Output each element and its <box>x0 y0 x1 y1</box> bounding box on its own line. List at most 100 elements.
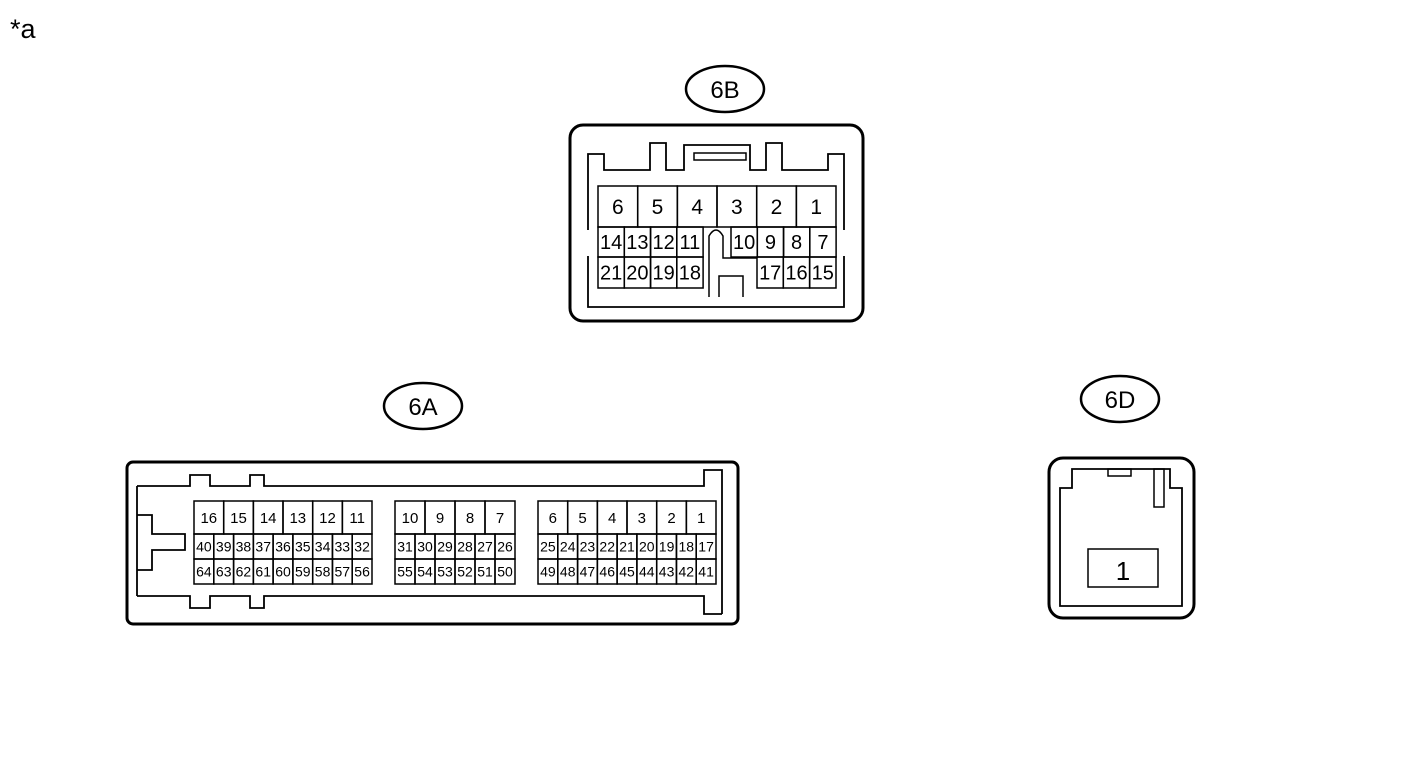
connector-6a-block1-row3-pin-label: 57 <box>335 564 351 580</box>
connector-6b-row1-pin-label: 6 <box>612 196 624 219</box>
connector-6b-name-ellipse <box>684 64 766 114</box>
connector-6a-block1-row1-pin-label: 11 <box>349 510 365 527</box>
connector-6a-block2-row2-pin-label: 31 <box>397 539 413 555</box>
connector-6b-row1-pin-label: 4 <box>691 196 703 219</box>
connector-6b-row3-pin-label: 18 <box>679 263 701 285</box>
connector-6a-block3-row1-pin-label: 3 <box>638 510 646 527</box>
connector-6b-row3-cell <box>676 256 704 289</box>
connector-6a-block3-row2-pin-label: 25 <box>540 539 556 555</box>
figure-label: *a <box>10 14 37 44</box>
connector-6d-housing <box>1047 456 1196 620</box>
connector-6b-latch <box>693 152 747 161</box>
connector-6a-block1-row1-pin-label: 14 <box>260 510 277 527</box>
connector-6a-block3-row2-pin-label: 17 <box>698 539 714 555</box>
connector-6b-row1-pin-label: 3 <box>731 196 743 219</box>
connector-6a-key <box>137 514 186 571</box>
connector-6b-row1-pin-label: 5 <box>652 196 664 219</box>
connector-6b-row2-pin-label: 11 <box>680 232 701 254</box>
connector-6a-block3-row3-pin-label: 43 <box>659 564 675 580</box>
connector-6a-block2-row3-pin-label: 50 <box>497 564 513 580</box>
connector-6a-block2-row1-pin-label: 8 <box>466 510 474 527</box>
connector-6a-block1-row2-pin-label: 34 <box>315 539 331 555</box>
connector-6b-row2-pin-label: 13 <box>626 232 648 254</box>
connector-6a-block3-row1-pin-label: 1 <box>697 510 705 527</box>
connector-6b-terminal-grid <box>597 185 837 297</box>
connector-6a-block3-row2-pin-label: 21 <box>619 539 635 555</box>
connector-6a-block1-row3-pin-label: 58 <box>315 564 331 580</box>
connector-6b-name: 6B <box>710 77 739 104</box>
connector-6a-block3-row3-pin-label: 49 <box>540 564 556 580</box>
connector-6a-block1-row3-pin-label: 64 <box>196 564 212 580</box>
connector-6b-row3-pin-label: 16 <box>785 263 807 285</box>
connector-6a-block3-row2-pin-label: 24 <box>560 539 576 555</box>
connector-6a-block3-row3-pin-label: 48 <box>560 564 576 580</box>
connector-6a-block2-row3-pin-label: 55 <box>397 564 413 580</box>
connector-6b-row3-pin-label: 17 <box>759 263 781 285</box>
connector-6a-block3-row3-pin-label: 45 <box>619 564 635 580</box>
connector-6a-block3-row1-pin-label: 2 <box>667 510 675 527</box>
connector-6a-block1-row3-pin-label: 61 <box>255 564 271 580</box>
connector-6a-block2-row1-pin-label: 7 <box>496 510 504 527</box>
connector-6b-center-key <box>708 229 757 297</box>
connector-6b-row1-pin-label: 2 <box>771 196 783 219</box>
connector-6d-terminal-1 <box>1087 548 1159 588</box>
connector-6d-name: 6D <box>1105 387 1136 414</box>
connector-6a-block3-row2-pin-label: 18 <box>679 539 695 555</box>
connector-6a-block1-row3-cell <box>351 558 373 585</box>
connector-6a-block3-row3-cell <box>695 558 717 585</box>
connector-6a-block2-row2-pin-label: 26 <box>497 539 513 555</box>
connector-6a-block2-row2-pin-label: 29 <box>437 539 453 555</box>
connector-6a-block3-row1-pin-label: 5 <box>578 510 586 527</box>
connector-6a-block3-row1-pin-label: 4 <box>608 510 616 527</box>
connector-6a-block1-row1-pin-label: 15 <box>230 510 247 527</box>
connector-6a-block2-row3-pin-label: 53 <box>437 564 453 580</box>
connector-6a-block1-row3-pin-label: 56 <box>354 564 370 580</box>
connector-6a-block1-row3-pin-label: 60 <box>275 564 291 580</box>
connector-6a-block2-row3-cell <box>494 558 516 585</box>
connector-6b-row3-pin-label: 19 <box>652 263 674 285</box>
connector-6a-block1-row2-pin-label: 38 <box>236 539 252 555</box>
connector-6a-block2-row2-pin-label: 30 <box>417 539 433 555</box>
connector-6a-terminal-grid <box>193 500 717 585</box>
connector-6a-block1-row2-pin-label: 36 <box>275 539 291 555</box>
connector-6b-row3-cell <box>808 256 837 289</box>
connector-6a-block1-row2-pin-label: 35 <box>295 539 311 555</box>
connector-6a-block1-row3-pin-label: 63 <box>216 564 232 580</box>
connector-6b-row2-pin-label: 8 <box>791 232 802 254</box>
connector-6a-inner-outline <box>136 469 723 615</box>
connector-6a-block1-row1-pin-label: 16 <box>200 510 217 527</box>
connector-6a-block2-row3-pin-label: 51 <box>477 564 493 580</box>
connector-6b-row2-pin-label: 7 <box>817 232 828 254</box>
connector-6d: 6D 1 <box>1047 374 1196 620</box>
connector-6a-block3-row2-pin-label: 20 <box>639 539 655 555</box>
connector-6a-block2-row2-pin-label: 27 <box>477 539 493 555</box>
connector-6b-housing <box>568 123 865 323</box>
connector-6a-block2-row1-pin-label: 9 <box>436 510 444 527</box>
connector-6b-row2-pin-label: 9 <box>765 232 776 254</box>
connector-6a-block3-row3-pin-label: 47 <box>580 564 596 580</box>
connector-6b-row1-pin-label: 1 <box>810 196 822 219</box>
connector-6a-block3-row2-pin-label: 19 <box>659 539 675 555</box>
connector-6a-housing <box>125 460 740 626</box>
connector-6a-block1-row2-pin-label: 40 <box>196 539 212 555</box>
connector-6a-block3-row3-pin-label: 46 <box>599 564 615 580</box>
connector-6d-lock-tab <box>1153 468 1165 508</box>
connector-6a-block1-row2-pin-label: 32 <box>354 539 370 555</box>
connector-6b-row3-pin-label: 15 <box>812 263 834 285</box>
connector-6b-row3-pin-label: 20 <box>626 263 648 285</box>
connector-6d-name-ellipse <box>1079 374 1161 424</box>
connector-6a-block2-row2-pin-label: 28 <box>457 539 473 555</box>
connector-6a-name-ellipse <box>382 381 464 431</box>
connector-6a-block3-row2-pin-label: 23 <box>580 539 596 555</box>
connector-6a-name: 6A <box>408 394 437 421</box>
connector-6a-block1-row2-pin-label: 37 <box>255 539 271 555</box>
connector-6a-block2-row1-pin-label: 10 <box>402 510 419 527</box>
connector-6a-block3-row3-pin-label: 42 <box>679 564 695 580</box>
connector-6b-row3-pin-label: 21 <box>600 263 622 285</box>
connector-6b-row2-pin-label: 12 <box>652 232 674 254</box>
connector-6a-block3-row3-pin-label: 41 <box>698 564 714 580</box>
connector-6a-block1-row2-pin-label: 33 <box>335 539 351 555</box>
